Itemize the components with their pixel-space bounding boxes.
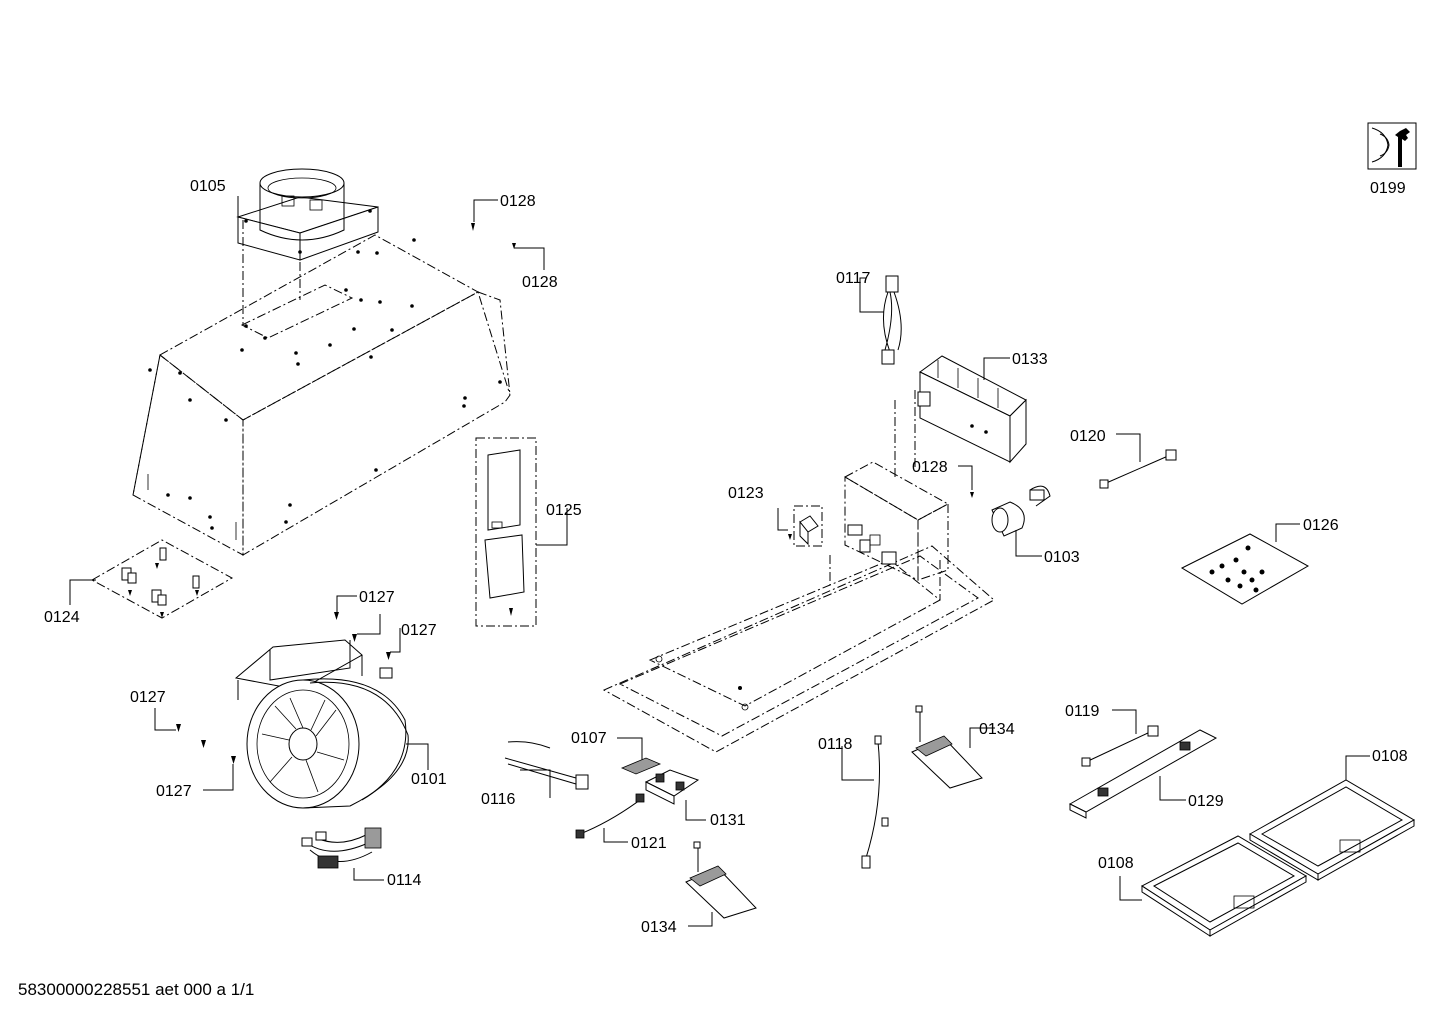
- part-label-0107: 0107: [571, 730, 607, 747]
- switch-0123[interactable]: [788, 505, 823, 547]
- screw-0128-right[interactable]: [970, 492, 974, 498]
- part-label-0101: 0101: [411, 771, 447, 788]
- part-label-0128-c: 0128: [912, 459, 948, 476]
- cable-0121[interactable]: [575, 793, 645, 839]
- part-label-0108-a: 0108: [1372, 748, 1408, 765]
- part-label-0127-a: 0127: [359, 589, 395, 606]
- part-label-0128-a: 0128: [500, 193, 536, 210]
- harness-0117[interactable]: [881, 275, 902, 365]
- light-module-0134-lower[interactable]: [685, 841, 757, 919]
- screw-bag-0126[interactable]: [1180, 533, 1310, 605]
- part-labels: 0105 0128 0128 0124 0125 0127 0127 0127 …: [44, 178, 1408, 936]
- part-label-0103: 0103: [1044, 549, 1080, 566]
- part-label-0127-d: 0127: [156, 783, 192, 800]
- control-box-0133[interactable]: [917, 355, 1027, 464]
- service-tool-icon[interactable]: [1367, 122, 1417, 170]
- switch-module-0131[interactable]: [644, 769, 700, 805]
- part-label-0129: 0129: [1188, 793, 1224, 810]
- bracket-0125[interactable]: [475, 437, 537, 627]
- cable-0118[interactable]: [861, 735, 889, 869]
- part-label-0105: 0105: [190, 178, 226, 195]
- grease-filter-0108-right[interactable]: [1248, 779, 1416, 881]
- part-label-0121: 0121: [631, 835, 667, 852]
- hood-housing: [132, 220, 511, 556]
- screw-0127-set[interactable]: [176, 612, 391, 764]
- part-label-0123: 0123: [728, 485, 764, 502]
- label-0107[interactable]: [620, 757, 662, 775]
- cable-0120[interactable]: [1099, 449, 1177, 489]
- part-label-0127-c: 0127: [130, 689, 166, 706]
- duct-collar-0105[interactable]: [236, 168, 379, 261]
- fan-motor-0101[interactable]: [234, 639, 409, 809]
- screw-0128-top[interactable]: [471, 223, 516, 249]
- clip-set-0124[interactable]: [90, 539, 234, 619]
- light-module-0134-upper[interactable]: [911, 705, 983, 789]
- part-label-0124: 0124: [44, 609, 80, 626]
- part-label-0118: 0118: [818, 736, 853, 753]
- leader-lines: [69, 196, 1370, 927]
- document-footer: 58300000228551 aet 000 a 1/1: [18, 980, 255, 999]
- grease-filter-0108-left[interactable]: [1141, 835, 1308, 937]
- light-rail-0129[interactable]: [1068, 729, 1218, 819]
- capacitor-0103[interactable]: [991, 485, 1051, 537]
- part-label-0125: 0125: [546, 502, 582, 519]
- part-label-0133: 0133: [1012, 351, 1048, 368]
- part-label-0117: 0117: [836, 270, 871, 287]
- part-label-0128-b: 0128: [522, 274, 558, 291]
- part-label-0126: 0126: [1303, 517, 1339, 534]
- part-label-0134-b: 0134: [979, 721, 1015, 738]
- part-label-0131: 0131: [710, 812, 746, 829]
- part-label-0119: 0119: [1065, 703, 1100, 720]
- control-chassis: [843, 390, 950, 581]
- part-label-0134-a: 0134: [641, 919, 677, 936]
- part-label-0199: 0199: [1370, 180, 1406, 197]
- wire-0116[interactable]: [504, 741, 589, 790]
- part-label-0127-b: 0127: [401, 622, 437, 639]
- part-label-0108-b: 0108: [1098, 855, 1134, 872]
- part-label-0120: 0120: [1070, 428, 1106, 445]
- cable-0119[interactable]: [1081, 725, 1159, 767]
- base-tray: [602, 545, 995, 753]
- part-label-0114: 0114: [387, 872, 422, 889]
- wiring-harness-0114[interactable]: [301, 827, 382, 869]
- part-label-0116: 0116: [481, 791, 516, 808]
